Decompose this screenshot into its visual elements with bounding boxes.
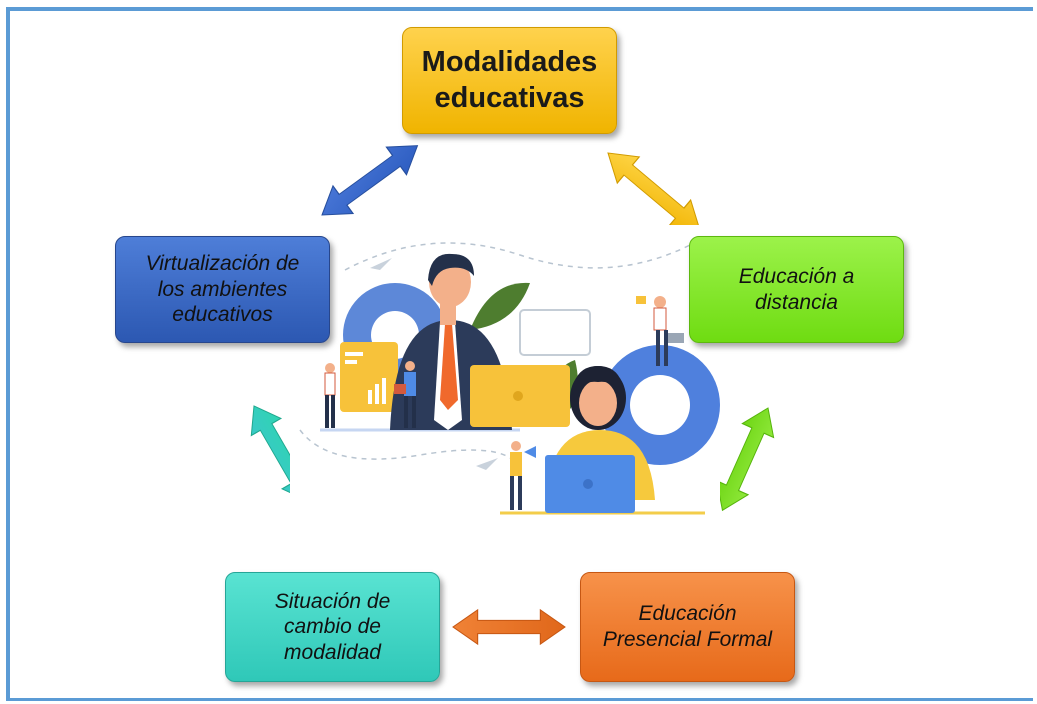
diagram-frame: [6, 7, 1033, 701]
node-educacion-presencial: Educación Presencial Formal: [580, 572, 795, 682]
node-virtualizacion: Virtualización de los ambientes educativ…: [115, 236, 330, 343]
node-situacion-cambio: Situación de cambio de modalidad: [225, 572, 440, 682]
arrow-top-left: [311, 131, 429, 230]
node-bottom-left-label: Situación de cambio de modalidad: [274, 589, 391, 664]
node-right-label: Educación a distancia: [738, 264, 855, 314]
arrow-bottom-horizontal: [452, 609, 566, 645]
node-left-label: Virtualización de los ambientes educativ…: [145, 252, 300, 327]
node-top-label: Modalidades educativas: [421, 46, 598, 114]
node-modalidades-educativas: Modalidades educativas: [402, 27, 617, 134]
node-educacion-distancia: Educación a distancia: [689, 236, 904, 343]
online-education-illustration: [290, 225, 720, 525]
node-bottom-right-label: Educación Presencial Formal: [602, 602, 773, 651]
